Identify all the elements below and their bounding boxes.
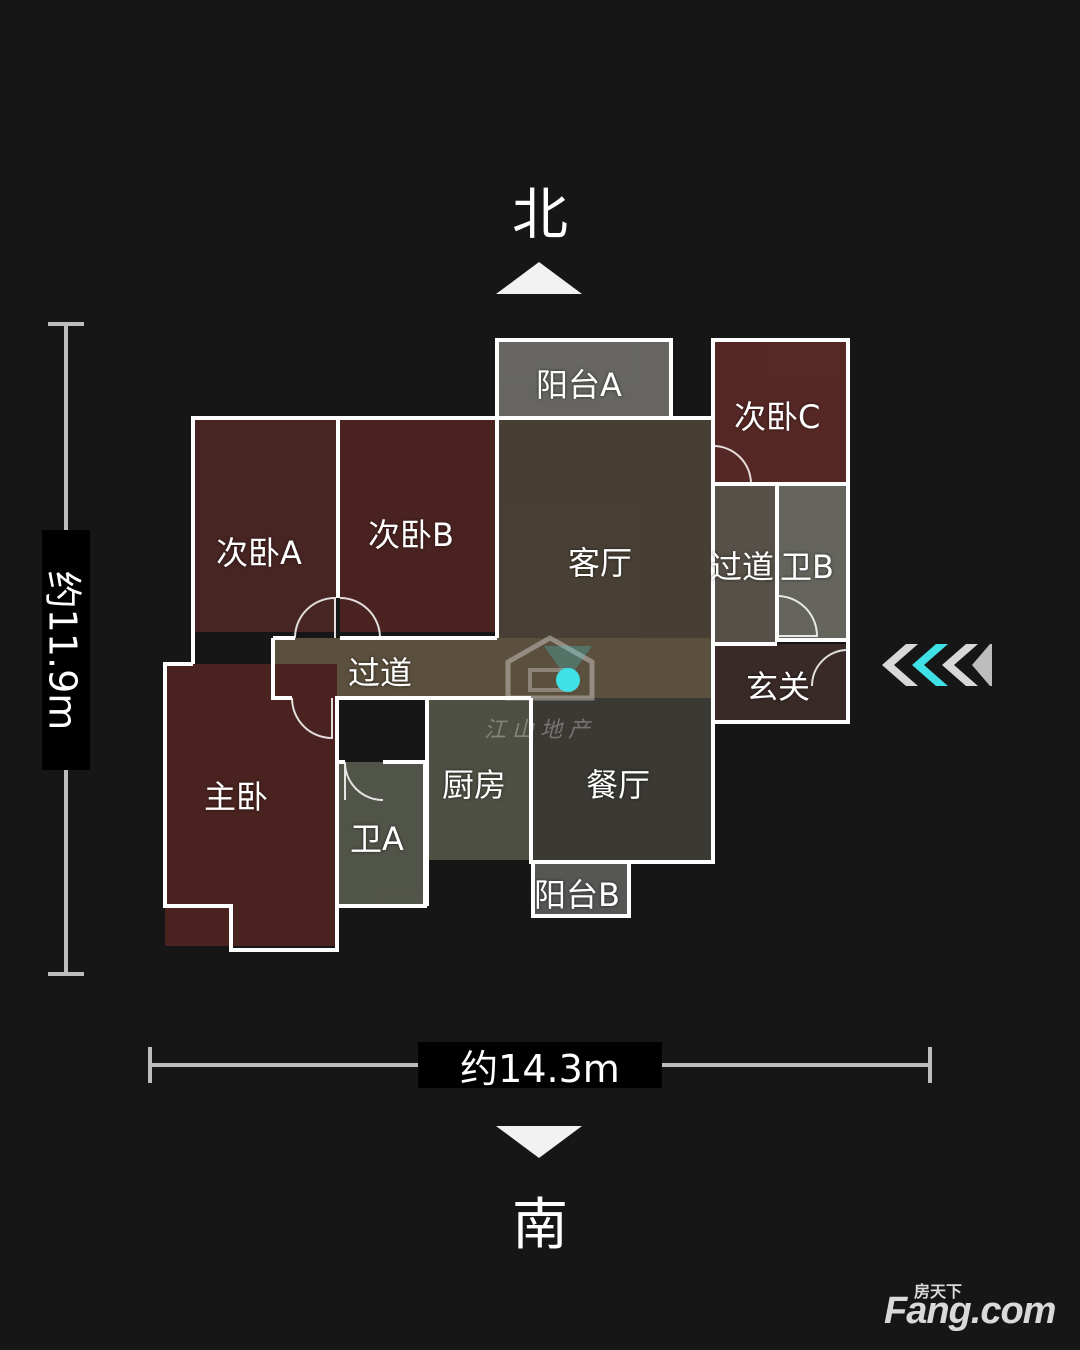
room-label-balcony-a[interactable]: 阳台A bbox=[536, 366, 622, 404]
height-dimension-cap-bottom bbox=[48, 972, 84, 976]
balcony-b-fill bbox=[533, 862, 629, 916]
living-room-fill bbox=[497, 418, 711, 638]
brand-logo-en: Fang.com bbox=[884, 1290, 1056, 1332]
center-watermark-text: 江山地产 bbox=[484, 718, 597, 743]
height-dimension-cap-top bbox=[48, 322, 84, 326]
width-dimension-cap-left bbox=[148, 1047, 152, 1083]
door-entrance bbox=[811, 649, 849, 687]
room-label-corridor[interactable]: 过道 bbox=[348, 654, 413, 692]
width-dimension-label: 约14.3m bbox=[418, 1042, 662, 1091]
door-bathroom-a bbox=[344, 761, 384, 801]
entrance-chevron-icon[interactable] bbox=[866, 644, 992, 686]
brand-logo: 房天下 Fang.com bbox=[884, 1278, 1064, 1338]
room-label-bedroom-a[interactable]: 次卧A bbox=[216, 534, 302, 572]
bedroom-a-fill bbox=[193, 418, 336, 632]
height-dimension-line-top bbox=[64, 322, 68, 532]
bedroom-c-fill bbox=[713, 340, 848, 484]
walls bbox=[163, 338, 850, 952]
kitchen-fill bbox=[427, 698, 529, 860]
room-label-kitchen[interactable]: 厨房 bbox=[442, 766, 507, 804]
door-bathroom-b bbox=[776, 595, 819, 637]
bathroom-b-fill bbox=[777, 484, 848, 640]
doors bbox=[291, 445, 849, 801]
room-label-corridor-east[interactable]: 过道 bbox=[710, 548, 775, 586]
door-bedroom-c bbox=[712, 445, 752, 485]
south-label: 南 bbox=[512, 1193, 568, 1258]
door-bedroom-b bbox=[339, 597, 381, 639]
room-fills bbox=[165, 340, 848, 946]
room-label-bedroom-c[interactable]: 次卧C bbox=[734, 398, 821, 436]
room-label-bathroom-a[interactable]: 卫A bbox=[350, 820, 404, 858]
height-dimension-line-bottom bbox=[64, 768, 68, 976]
door-master bbox=[291, 697, 333, 740]
north-arrow-icon[interactable] bbox=[496, 262, 582, 294]
width-dimension-line-right bbox=[660, 1063, 932, 1067]
position-marker-icon[interactable] bbox=[538, 640, 598, 700]
room-label-bedroom-b[interactable]: 次卧B bbox=[368, 516, 454, 554]
room-label-master-bedroom[interactable]: 主卧 bbox=[204, 778, 269, 816]
corridor-east-fill bbox=[713, 484, 775, 644]
door-bedroom-a bbox=[294, 596, 336, 639]
bedroom-b-fill bbox=[340, 418, 495, 632]
width-dimension-line-left bbox=[148, 1063, 420, 1067]
room-label-living-room[interactable]: 客厅 bbox=[568, 544, 633, 582]
balcony-a-fill bbox=[497, 340, 671, 418]
corridor-fill bbox=[273, 638, 713, 698]
height-dimension-label: 约11.9m bbox=[41, 530, 90, 770]
south-arrow-icon[interactable] bbox=[496, 1126, 582, 1158]
room-label-dining-room[interactable]: 餐厅 bbox=[586, 766, 651, 804]
width-dimension-cap-right bbox=[928, 1047, 932, 1083]
brand-logo-cn: 房天下 bbox=[914, 1284, 963, 1301]
north-label: 北 bbox=[512, 183, 568, 248]
master-bedroom-fill bbox=[165, 664, 337, 946]
room-label-bathroom-b[interactable]: 卫B bbox=[780, 548, 834, 586]
room-label-balcony-b[interactable]: 阳台B bbox=[534, 876, 620, 914]
dining-room-fill bbox=[531, 698, 713, 860]
room-label-entrance[interactable]: 玄关 bbox=[746, 668, 811, 706]
